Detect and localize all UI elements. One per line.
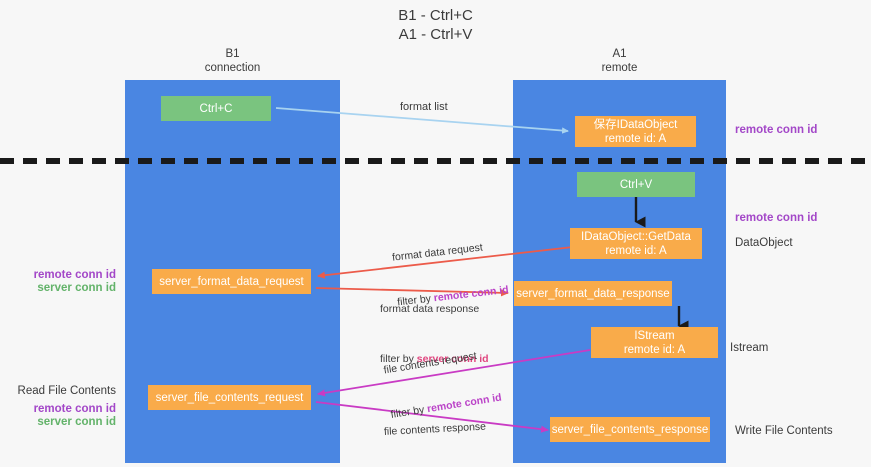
box-ctrl-c[interactable]: Ctrl+C	[161, 96, 271, 121]
box-save-idataobject[interactable]: 保存IDataObject remote id: A	[575, 116, 696, 147]
arrow-label-format-data-response-line2: filter by server conn id	[380, 352, 489, 367]
annotation-dataobject: DataObject	[735, 237, 793, 249]
box-ctrl-v-label: Ctrl+V	[619, 178, 653, 191]
box-istream[interactable]: IStream remote id: A	[591, 327, 718, 358]
annotation-read-file-contents: Read File Contents	[17, 385, 116, 397]
annotation-istream: Istream	[730, 342, 769, 354]
box-server-file-contents-response-label: server_file_contents_response	[551, 423, 709, 436]
box-save-idataobject-line2: remote id: A	[604, 132, 667, 145]
box-server-file-contents-request-label: server_file_contents_request	[155, 391, 304, 404]
annotation-write-file-contents: Write File Contents	[735, 425, 833, 437]
arrow-label-format-data-response-line1: format data response	[380, 303, 480, 315]
box-ctrl-c-label: Ctrl+C	[199, 102, 233, 115]
box-istream-line1: IStream	[634, 329, 675, 342]
box-getdata-line1: IDataObject::GetData	[581, 230, 691, 243]
box-server-file-contents-request[interactable]: server_file_contents_request	[148, 385, 311, 410]
filter-key-server-conn-id: server conn id	[416, 353, 489, 365]
arrow-format-data-request	[317, 246, 574, 279]
filter-prefix: filter by	[380, 353, 417, 365]
annotation-left-server-conn-id-mid: server conn id	[37, 282, 116, 294]
box-server-format-data-request-label: server_format_data_request	[159, 275, 304, 288]
arrow-format-data-response	[315, 287, 509, 297]
box-server-format-data-response-label: server_format_data_response	[516, 287, 670, 300]
lane-header-a1: A1 remote	[601, 48, 638, 74]
box-server-format-data-request[interactable]: server_format_data_request	[152, 269, 311, 294]
arrow-label-file-contents-response-line1: file contents response	[383, 420, 487, 438]
box-server-format-data-response[interactable]: server_format_data_response	[514, 281, 672, 306]
arrow-file-contents-request	[317, 349, 591, 397]
arrow-label-file-contents-request-line1: file contents request	[382, 349, 478, 377]
annotation-left-remote-conn-id-bot: remote conn id	[33, 403, 116, 415]
lane-header-b1: B1 connection	[204, 48, 261, 74]
arrow-file-contents-response	[315, 401, 549, 433]
box-ctrl-v[interactable]: Ctrl+V	[577, 172, 695, 197]
page-title: B1 - Ctrl+C A1 - Ctrl+V	[398, 7, 473, 43]
box-idataobject-getdata[interactable]: IDataObject::GetData remote id: A	[570, 228, 702, 259]
box-server-file-contents-response[interactable]: server_file_contents_response	[550, 417, 710, 442]
annotation-left-remote-conn-id-mid: remote conn id	[33, 269, 116, 281]
arrow-label-format-list: format list	[400, 101, 448, 113]
arrow-format-list	[275, 107, 569, 134]
box-istream-line2: remote id: A	[623, 343, 686, 356]
annotation-remote-conn-id-mid: remote conn id	[735, 212, 818, 224]
annotation-left-server-conn-id-bot: server conn id	[37, 416, 116, 428]
arrow-label-format-data-response: format data response filter by server co…	[380, 272, 489, 397]
arrow-label-file-contents-response: file contents response filter by server …	[382, 389, 497, 467]
box-getdata-line2: remote id: A	[605, 244, 667, 257]
box-save-idataobject-line1: 保存IDataObject	[593, 118, 678, 131]
arrow-label-format-data-request-line1: format data request	[391, 241, 484, 264]
annotation-remote-conn-id-top: remote conn id	[735, 124, 818, 136]
